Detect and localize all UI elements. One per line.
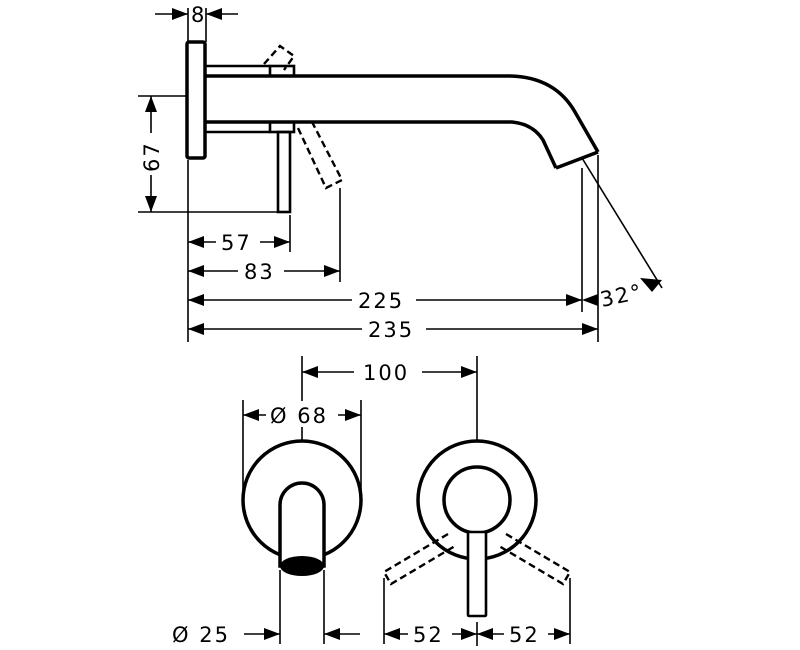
side-view: 8 67 57 83 225 235 32° <box>138 3 663 342</box>
dim-spout-diameter: Ø 25 <box>172 623 230 647</box>
mixer-cartridge-cap <box>442 465 512 535</box>
dim-rosette-thickness: 8 <box>191 3 206 27</box>
wall-rosette-side <box>185 40 207 160</box>
lever-swing-left-dashed <box>382 532 456 586</box>
mixer-lever <box>466 530 488 618</box>
dim-spout-projection: 225 <box>358 289 404 313</box>
lever-stem <box>276 130 292 214</box>
dim-rosette-spacing: 100 <box>363 361 409 385</box>
dim-overall-length: 235 <box>368 318 414 342</box>
lever-swing-right-dashed <box>498 532 572 586</box>
dim-lever-swing-left: 52 <box>413 623 444 647</box>
spout-aerator <box>280 556 324 576</box>
dim-spout-height: 67 <box>140 141 164 172</box>
dim-rosette-diameter: Ø 68 <box>270 404 328 428</box>
dim-lever-reach: 83 <box>244 260 275 284</box>
spout-body <box>205 74 600 170</box>
lever-swing-dashed-bottom <box>296 117 344 190</box>
dim-lever-swing-right: 52 <box>509 623 540 647</box>
spout-front <box>278 481 326 568</box>
front-view: 100 Ø 68 Ø 25 52 52 <box>172 356 572 647</box>
lever-swing-dashed-top <box>263 44 296 71</box>
valve-collar-bottom <box>268 120 296 134</box>
dim-lever-offset: 57 <box>221 231 252 255</box>
dim-spout-angle: 32° <box>598 279 645 311</box>
valve-collar-top <box>268 64 296 78</box>
